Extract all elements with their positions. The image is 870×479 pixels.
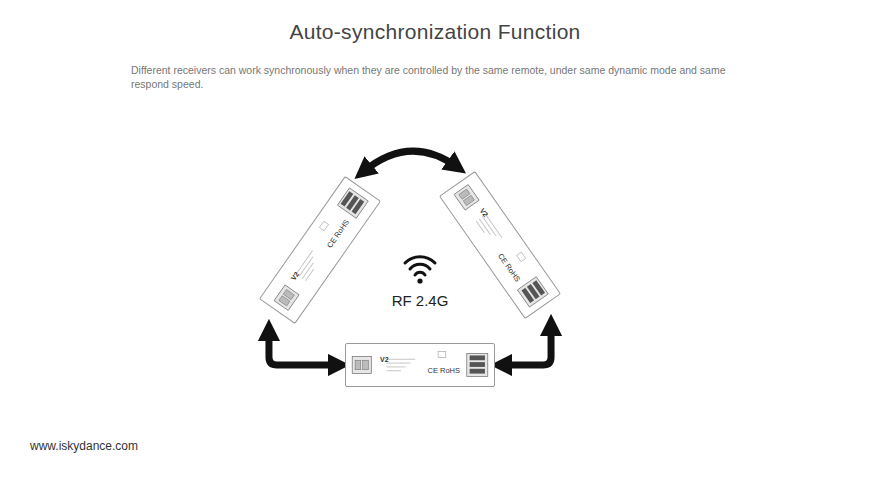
model-label: V2 [380, 356, 389, 363]
website: www.iskydance.com [30, 439, 138, 453]
cert-mark: CE RoHS [427, 366, 460, 375]
title: Auto-synchronization Function [0, 20, 870, 44]
model-label: V2 [479, 207, 490, 218]
wifi-icon [405, 257, 435, 275]
receiver-illustration [260, 177, 379, 322]
cert-mark: CE RoHS [497, 251, 523, 283]
sync-arrow [269, 330, 339, 365]
receiver-box: V2 CE RoHS [259, 176, 381, 324]
cert-mark: CE RoHS [325, 218, 351, 250]
sync-arrow [501, 325, 551, 365]
model-label: V2 [289, 270, 300, 281]
wifi-dot [417, 278, 422, 283]
description: Different receivers can work synchronous… [131, 63, 751, 91]
receiver-illustration [440, 172, 559, 317]
receiver-box: V2 CE RoHS [345, 343, 495, 387]
sync-arrow [363, 151, 457, 172]
rf-label: RF 2.4G [370, 292, 470, 309]
receiver-illustration [346, 344, 494, 386]
receiver-box: V2 CE RoHS [439, 171, 561, 319]
